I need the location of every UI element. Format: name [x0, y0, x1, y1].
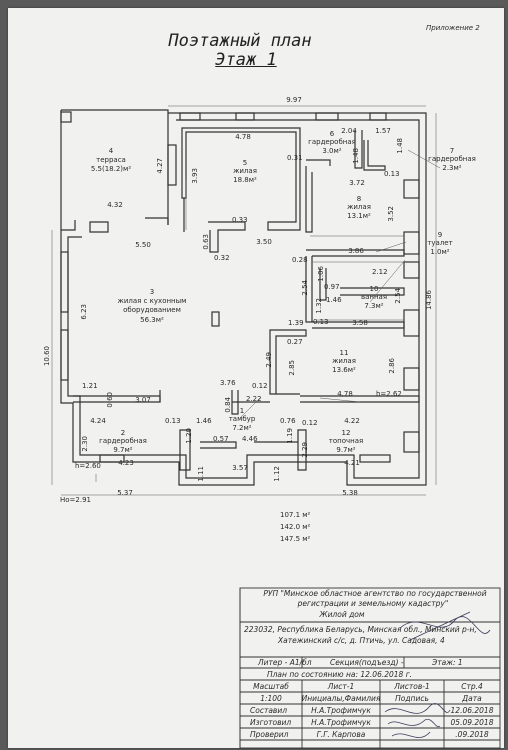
signature-scribbles [384, 611, 491, 738]
page-title: Поэтажный план [168, 31, 312, 51]
dim-overall-width: 9.97 [286, 96, 302, 104]
dim-bottom-right: 5.38 [342, 489, 358, 497]
dim-overall-height-right: 14.86 [425, 290, 433, 311]
ho-label: Но=2.91 [60, 496, 91, 504]
document-sheet [8, 8, 504, 748]
floor-title: Этаж 1 [215, 50, 277, 70]
dim-overall-height-left: 10.60 [43, 346, 51, 367]
column [60, 111, 72, 123]
title-block-grid [239, 587, 501, 749]
dim-bottom-left: 5.37 [117, 489, 133, 497]
terrace-outline [60, 109, 169, 230]
column [211, 311, 220, 327]
wall-room5 [181, 127, 301, 231]
outer-wall-inner [67, 119, 420, 479]
appendix-label: Приложение 2 [426, 24, 480, 32]
